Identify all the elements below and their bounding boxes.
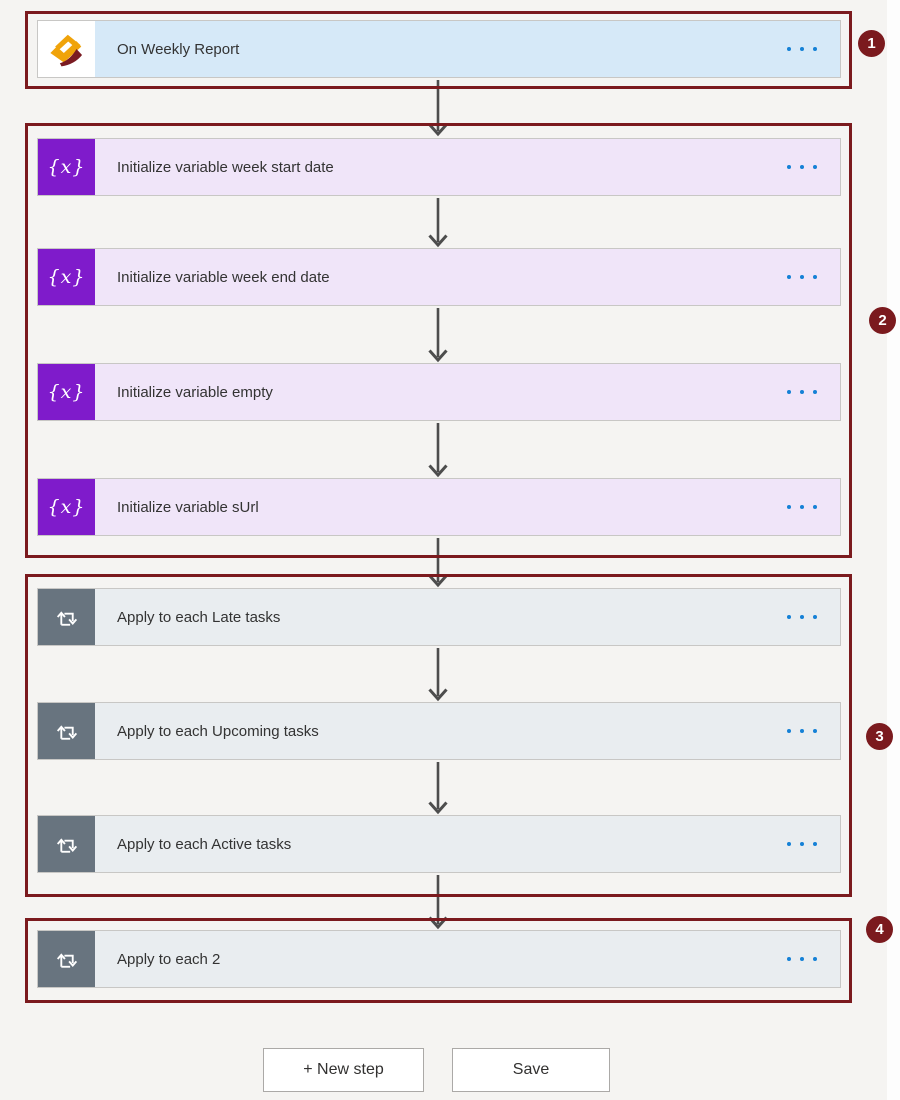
variable-braces-icon: {x} — [38, 479, 95, 535]
annotation-badge-2: 2 — [869, 307, 896, 334]
ellipsis-icon[interactable] — [787, 957, 840, 961]
card-title: Initialize variable empty — [117, 383, 273, 401]
annotation-badge-3: 3 — [866, 723, 893, 750]
connector-arrow — [428, 538, 448, 588]
loop-icon — [38, 931, 95, 987]
loop-icon — [38, 703, 95, 759]
ellipsis-icon[interactable] — [787, 47, 840, 51]
action-card-initialize-week-start-date[interactable]: {x} Initialize variable week start date — [37, 138, 841, 196]
ellipsis-icon[interactable] — [787, 842, 840, 846]
action-card-apply-to-each-2[interactable]: Apply to each 2 — [37, 930, 841, 988]
card-title: Initialize variable week end date — [117, 268, 330, 286]
save-button[interactable]: Save — [452, 1048, 610, 1092]
action-card-apply-to-each-active-tasks[interactable]: Apply to each Active tasks — [37, 815, 841, 873]
canvas-right-edge — [887, 0, 900, 1100]
action-card-initialize-week-end-date[interactable]: {x} Initialize variable week end date — [37, 248, 841, 306]
connector-arrow — [428, 648, 448, 702]
annotation-badge-1: 1 — [858, 30, 885, 57]
connector-arrow — [428, 198, 448, 248]
connector-arrow — [428, 875, 448, 930]
action-card-initialize-surl[interactable]: {x} Initialize variable sUrl — [37, 478, 841, 536]
ellipsis-icon[interactable] — [787, 729, 840, 733]
annotation-badge-4: 4 — [866, 916, 893, 943]
connector-arrow — [428, 80, 448, 137]
variable-braces-icon: {x} — [38, 364, 95, 420]
card-title: Apply to each 2 — [117, 950, 221, 968]
ellipsis-icon[interactable] — [787, 390, 840, 394]
ellipsis-icon[interactable] — [787, 505, 840, 509]
loop-icon — [38, 816, 95, 872]
trigger-card-on-weekly-report[interactable]: On Weekly Report — [37, 20, 841, 78]
action-card-initialize-empty[interactable]: {x} Initialize variable empty — [37, 363, 841, 421]
card-title: Apply to each Upcoming tasks — [117, 722, 319, 740]
card-title: On Weekly Report — [117, 40, 240, 58]
connector-arrow — [428, 308, 448, 363]
loop-icon — [38, 589, 95, 645]
ellipsis-icon[interactable] — [787, 615, 840, 619]
card-title: Apply to each Late tasks — [117, 608, 281, 626]
action-card-apply-to-each-late-tasks[interactable]: Apply to each Late tasks — [37, 588, 841, 646]
connector-arrow — [428, 762, 448, 815]
ellipsis-icon[interactable] — [787, 275, 840, 279]
ellipsis-icon[interactable] — [787, 165, 840, 169]
card-title: Apply to each Active tasks — [117, 835, 292, 853]
variable-braces-icon: {x} — [38, 249, 95, 305]
new-step-button[interactable]: + New step — [263, 1048, 424, 1092]
weekly-report-trigger-icon — [38, 21, 95, 77]
variable-braces-icon: {x} — [38, 139, 95, 195]
card-title: Initialize variable sUrl — [117, 498, 259, 516]
connector-arrow — [428, 423, 448, 478]
card-title: Initialize variable week start date — [117, 158, 334, 176]
action-card-apply-to-each-upcoming-tasks[interactable]: Apply to each Upcoming tasks — [37, 702, 841, 760]
